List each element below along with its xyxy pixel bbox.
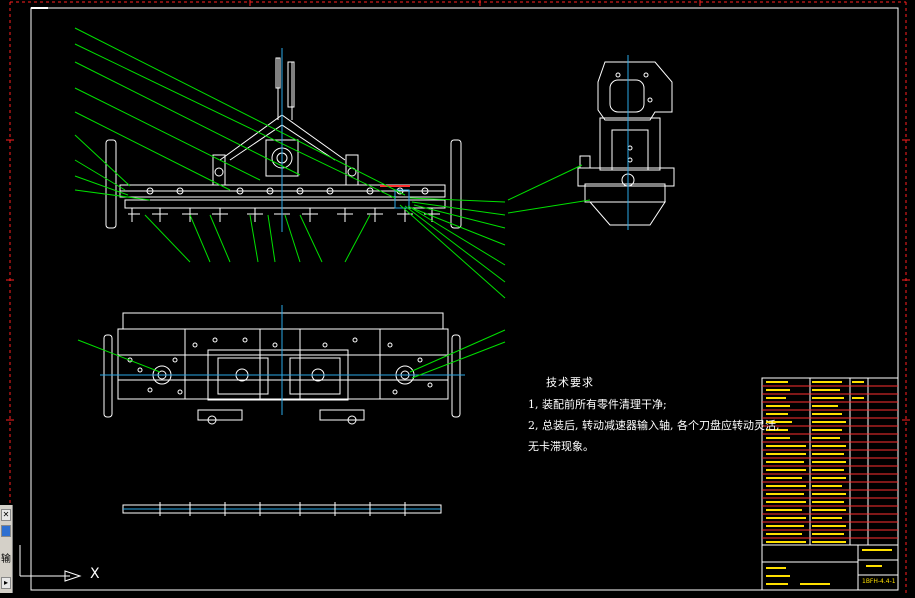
tech-requirements-title: 技术要求 (546, 376, 594, 389)
cutter-shaft-view[interactable] (122, 502, 442, 516)
sheet-outer-frame (9, 1, 907, 593)
frame-grid-ticks (6, 0, 910, 421)
toolbar-window-icon[interactable] (1, 525, 11, 537)
side-toolbar: ✕ ▸ (0, 505, 13, 593)
top-view-centerlines (100, 305, 465, 415)
side-view[interactable] (577, 61, 675, 226)
drawing-number: 1BFH-4.4-1 (862, 578, 896, 585)
side-view-leaders (507, 164, 591, 214)
front-beam-bolts (146, 187, 429, 195)
bom-table-rows (762, 385, 898, 539)
toolbar-play-icon[interactable]: ▸ (1, 577, 11, 589)
front-highlight-part (394, 189, 410, 209)
toolbar-close-icon[interactable]: ✕ (1, 509, 11, 521)
top-view-leaders (77, 329, 506, 379)
tech-requirement-item: 无卡滞现象。 (528, 440, 594, 453)
tech-requirement-item: 1, 装配前所有零件清理干净; (528, 398, 667, 411)
bom-table-entries (766, 381, 892, 585)
toolbar-label: 输 (1, 554, 11, 565)
ucs-icon (19, 545, 82, 582)
title-block[interactable] (761, 377, 899, 591)
front-cutter-discs (128, 208, 440, 222)
cutter-shaft-marks (159, 502, 406, 516)
front-view-leaders (74, 27, 506, 299)
top-view-bolt-grid (127, 337, 433, 395)
ucs-x-label: X (90, 566, 100, 582)
tech-requirement-item: 2, 总装后, 转动减速器输入轴, 各个刀盘应转动灵活, (528, 419, 780, 432)
drawing-border (30, 7, 899, 591)
